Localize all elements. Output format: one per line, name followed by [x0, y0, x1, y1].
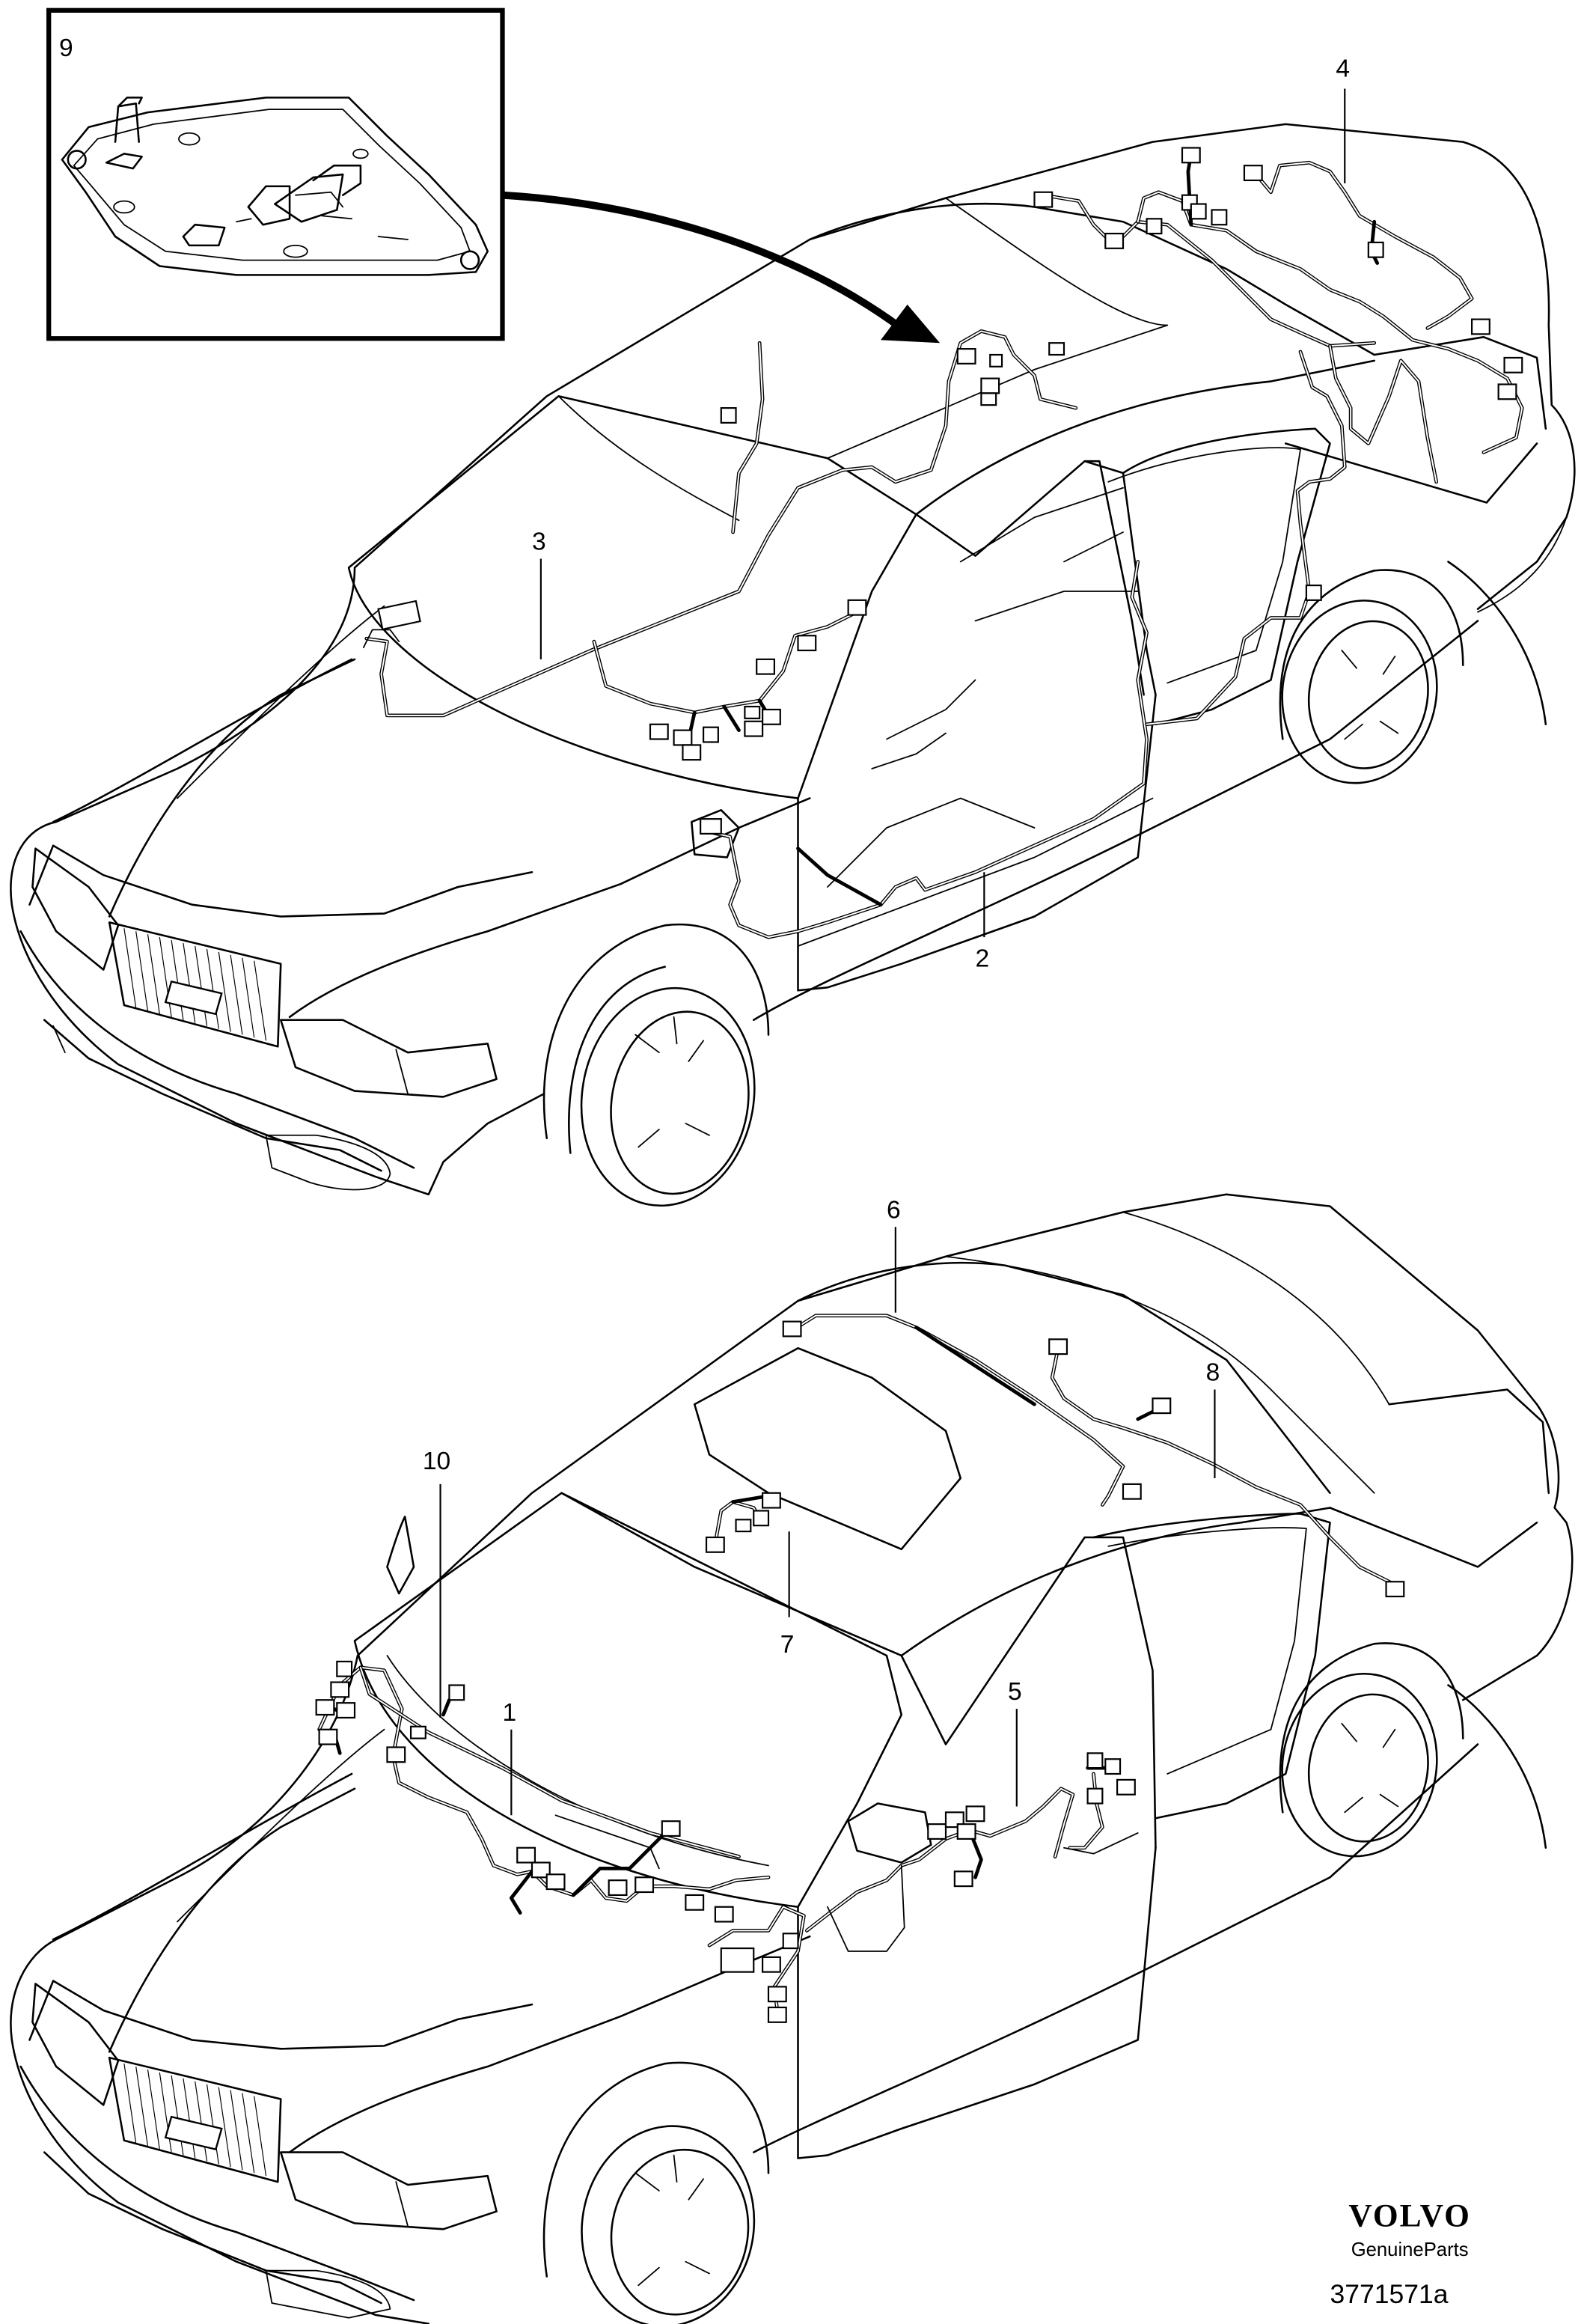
- inset-detail: 9: [46, 7, 505, 341]
- callout-10: 10: [423, 1448, 450, 1475]
- callout-9: 9: [59, 34, 73, 62]
- callout-3: 3: [532, 528, 546, 556]
- callout-6: 6: [887, 1196, 901, 1224]
- inset-frame: [46, 7, 505, 341]
- callout-8: 8: [1206, 1359, 1220, 1387]
- callout-1: 1: [502, 1699, 516, 1727]
- callout-2: 2: [975, 945, 989, 973]
- brand-logo: VOLVO: [1348, 2198, 1470, 2233]
- callout-4: 4: [1336, 55, 1350, 83]
- brand-block: VOLVO GenuineParts 3771571a: [1330, 2198, 1470, 2309]
- top-car: 3 2 4: [10, 55, 1576, 1207]
- callout-7: 7: [780, 1631, 795, 1659]
- inset-arrow: [502, 191, 941, 344]
- bottom-car: 6 8 7 10 1 5: [10, 1193, 1574, 2324]
- brand-subtitle: GenuineParts: [1351, 2239, 1469, 2260]
- diagram-reference: 3771571a: [1330, 2279, 1448, 2309]
- callout-5: 5: [1008, 1678, 1022, 1706]
